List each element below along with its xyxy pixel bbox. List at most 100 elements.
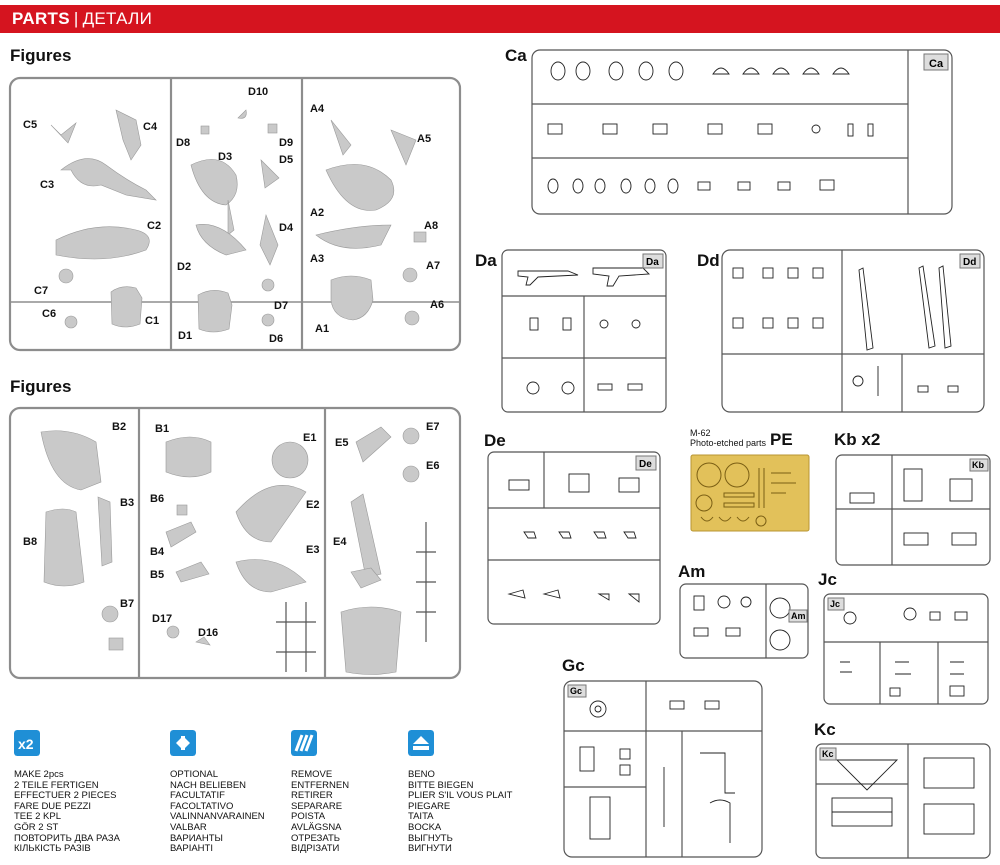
svg-text:Gc: Gc — [570, 686, 582, 696]
sprue-gc: Gc — [563, 680, 763, 858]
legend-optional: OPTIONAL NACH BELIEBEN FACULTATIF FACOLT… — [170, 730, 265, 855]
part-label-b7: B7 — [120, 598, 135, 610]
banner-title-ru: ДЕТАЛИ — [82, 9, 153, 28]
legend-text: SEPARARE — [291, 800, 343, 812]
sprue-label-gc: Gc — [562, 656, 585, 675]
sprue-kc: Kc — [815, 743, 991, 859]
legend-text: GÖR 2 ST — [14, 821, 59, 833]
legend-text: 2 TEILE FERTIGEN — [14, 779, 99, 791]
legend-text: EFFECTUER 2 PIECES — [14, 790, 117, 802]
legend-text: REMOVE — [291, 769, 333, 780]
legend-remove: REMOVE ENTFERNEN RETIRER SEPARARE POISTA… — [291, 730, 349, 855]
part-label-b1: B1 — [155, 423, 170, 435]
banner-title: PARTS|ДЕТАЛИ — [12, 9, 152, 29]
svg-text:Kc: Kc — [822, 749, 834, 759]
legend-text: NACH BELIEBEN — [170, 779, 247, 791]
figures-sprue-bottom — [8, 406, 462, 680]
legend-text: BITTE BIEGEN — [408, 779, 474, 791]
part-label-c5: C5 — [23, 119, 38, 131]
part-label-d4: D4 — [279, 222, 294, 234]
legend-text: RETIRER — [291, 790, 333, 802]
part-label-d1: D1 — [178, 330, 193, 342]
figures-heading-top: Figures — [10, 46, 72, 65]
part-label-d10: D10 — [248, 86, 269, 98]
part-label-c7: C7 — [34, 285, 49, 297]
legend-text: FARE DUE PEZZI — [14, 800, 92, 812]
part-label-d7: D7 — [274, 300, 289, 312]
part-label-e3: E3 — [306, 544, 320, 556]
sprue-label-kc: Kc — [814, 720, 836, 739]
banner-separator: | — [73, 9, 79, 28]
part-label-d16: D16 — [198, 627, 219, 639]
part-label-c2: C2 — [147, 220, 162, 232]
part-label-b8: B8 — [23, 536, 38, 548]
svg-text:Dd: Dd — [963, 257, 976, 268]
sprue-label-kb: Kb x2 — [834, 430, 881, 449]
part-label-a3: A3 — [310, 253, 325, 265]
sprue-kb: Kb — [835, 454, 991, 566]
legend-text: PLIER S'IL VOUS PLAIT — [408, 790, 513, 802]
legend-text: VALBAR — [170, 821, 207, 833]
part-label-e1: E1 — [303, 432, 317, 444]
part-label-a2: A2 — [310, 207, 325, 219]
svg-text:Da: Da — [646, 257, 659, 268]
pe-subtitle-model: M-62 — [690, 428, 711, 438]
legend-text: TEE 2 KPL — [14, 811, 61, 823]
part-label-b5: B5 — [150, 569, 165, 581]
svg-text:De: De — [639, 459, 652, 470]
sprue-de: De — [487, 451, 661, 625]
part-label-e2: E2 — [306, 499, 320, 511]
pe-subtitle: M-62 Photo-etched parts — [690, 428, 766, 448]
photo-etched-fret — [690, 454, 810, 532]
part-label-d2: D2 — [177, 261, 192, 273]
part-label-a5: A5 — [417, 133, 432, 145]
banner-title-en: PARTS — [12, 9, 70, 28]
part-label-c4: C4 — [143, 121, 158, 133]
part-label-a7: A7 — [426, 260, 441, 272]
legend-text: TAITA — [408, 811, 434, 823]
bend-icon — [408, 730, 434, 756]
legend-text: BOCKA — [408, 821, 442, 833]
part-label-d6: D6 — [269, 333, 284, 345]
figures-sprue-top — [8, 76, 462, 352]
part-label-a1: A1 — [315, 323, 330, 335]
figures-heading-bottom: Figures — [10, 377, 72, 396]
legend-text: ПОВТОРИТЬ ДВА РАЗА — [14, 832, 120, 844]
part-label-e4: E4 — [333, 536, 347, 548]
legend-text: ENTFERNEN — [291, 779, 350, 791]
part-label-e6: E6 — [426, 460, 440, 472]
part-label-d3: D3 — [218, 151, 233, 163]
part-label-c6: C6 — [42, 308, 57, 320]
part-label-e7: E7 — [426, 421, 440, 433]
sprue-da: Da — [501, 249, 667, 413]
sprue-label-da: Da — [475, 251, 497, 270]
legend-text: ВИГНУТИ — [408, 843, 452, 855]
legend-text: КІЛЬКІСТЬ РАЗІВ — [14, 843, 91, 855]
sprue-ca: Ca — [531, 49, 953, 215]
legend-text: ВІДРІЗАТИ — [291, 843, 340, 855]
part-label-b4: B4 — [150, 546, 165, 558]
cut-icon — [291, 730, 317, 756]
legend-text: AVLÄGSNA — [291, 821, 342, 833]
part-label-c1: C1 — [145, 315, 160, 327]
part-label-d9: D9 — [279, 137, 294, 149]
svg-text:Ca: Ca — [929, 58, 944, 70]
part-label-b6: B6 — [150, 493, 165, 505]
sprue-label-am: Am — [678, 562, 706, 581]
part-label-a6: A6 — [430, 299, 445, 311]
part-label-d5: D5 — [279, 154, 294, 166]
parts-banner: PARTS|ДЕТАЛИ — [0, 5, 1000, 33]
sprue-label-pe: PE — [770, 430, 793, 449]
part-label-b3: B3 — [120, 497, 135, 509]
legend-text: ВАРИАНТЫ — [170, 832, 223, 844]
legend-text: PIEGARE — [408, 800, 451, 812]
optional-icon — [170, 730, 196, 756]
part-label-a4: A4 — [310, 103, 325, 115]
legend-text: OPTIONAL — [170, 769, 219, 780]
pe-subtitle-desc: Photo-etched parts — [690, 438, 767, 448]
legend-text: BENO — [408, 769, 435, 780]
x2-icon: x2 — [14, 730, 40, 756]
sprue-am: Am — [679, 583, 809, 659]
svg-text:Am: Am — [791, 611, 806, 621]
legend-text: MAKE 2pcs — [14, 769, 64, 780]
